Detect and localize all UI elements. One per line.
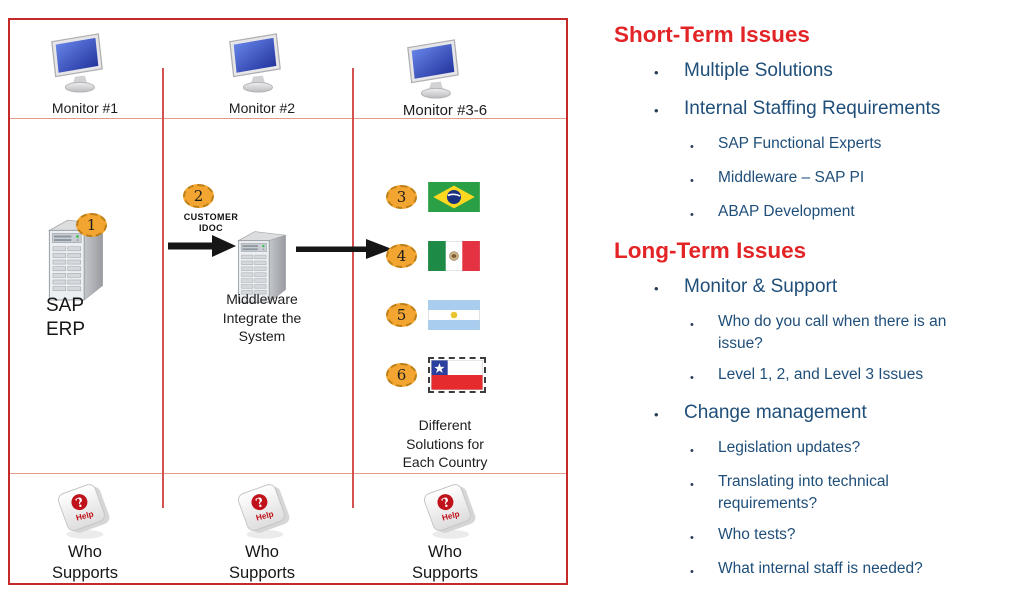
arrow-right-icon: [168, 235, 236, 257]
grid-line-horizontal-top: [10, 118, 566, 119]
who-supports-label: Who Supports: [411, 543, 479, 582]
brazil-flag-icon: [428, 182, 480, 212]
bullet-icon: •: [690, 209, 694, 221]
who-supports-label: Who Supports: [51, 543, 119, 582]
bullet-icon: •: [690, 445, 694, 457]
different-solutions-caption: Different Solutions for Each Country: [402, 417, 488, 470]
list-item: • Monitor & Support: [600, 274, 1024, 302]
mexico-flag-icon: [428, 241, 480, 271]
step-badge-4: 4: [386, 244, 417, 268]
step-badge-3: 3: [386, 185, 417, 209]
list-item: • SAP Functional Experts: [600, 133, 1024, 158]
list-item: • Change management: [600, 400, 1024, 428]
list-item: • Multiple Solutions: [600, 58, 1024, 86]
list-item: • Level 1, 2, and Level 3 Issues: [600, 364, 1024, 389]
step-badge-6: 6: [386, 363, 417, 387]
country-row: 5: [386, 300, 480, 330]
bullet-icon: •: [690, 532, 694, 544]
step-badge-1: 1: [76, 213, 107, 237]
bullet-icon: •: [690, 479, 694, 491]
bullet-icon: •: [690, 175, 694, 187]
list-item: • ABAP Development: [600, 201, 1024, 226]
list-item: • Internal Staffing Requirements: [600, 96, 1024, 124]
bullet-icon: •: [690, 566, 694, 578]
grid-line-horizontal-bottom: [10, 473, 566, 474]
list-item: • What internal staff is needed?: [600, 558, 1024, 583]
bullet-icon: •: [654, 65, 659, 80]
monitor-icon: [46, 30, 108, 96]
sap-erp-label: SAP ERP: [46, 295, 86, 340]
long-term-issues-heading: Long-Term Issues: [614, 238, 807, 263]
customer-idoc-label: CUSTOMER IDOC: [183, 212, 239, 233]
grid-line-vertical-2: [352, 68, 354, 508]
list-item: • Middleware – SAP PI: [600, 167, 1024, 192]
list-item: • Who do you call when there is an issue…: [690, 313, 947, 352]
bullet-icon: •: [690, 319, 694, 331]
bullet-icon: •: [690, 141, 694, 153]
help-key-icon: [230, 478, 296, 544]
issues-panel: Short-Term Issues • Multiple Solutions •…: [600, 12, 1024, 591]
support-diagram-frame: Monitor #1 1 SAP ERP Who Supports Monito…: [8, 18, 568, 585]
help-key-icon: [50, 478, 116, 544]
bullet-icon: •: [654, 281, 659, 296]
bullet-icon: •: [654, 407, 659, 422]
list-item: • Who tests?: [600, 524, 1024, 549]
grid-line-vertical-1: [162, 68, 164, 508]
chile-flag-icon: [431, 360, 483, 390]
bullet-icon: •: [690, 372, 694, 384]
country-row: 4: [386, 241, 480, 271]
arrow-right-icon: [296, 239, 392, 259]
short-term-issues-heading: Short-Term Issues: [614, 22, 810, 47]
monitor-3-6-label: Monitor #3-6: [402, 102, 488, 119]
country-row: 6: [386, 357, 486, 393]
bullet-icon: •: [654, 103, 659, 118]
monitor-icon: [402, 36, 464, 102]
argentina-flag-icon: [428, 300, 480, 330]
middleware-caption: Middleware Integrate the System: [222, 291, 302, 344]
monitor-icon: [224, 30, 286, 96]
monitor-2-label: Monitor #2: [228, 100, 296, 116]
country-row: 3: [386, 182, 480, 212]
help-key-icon: [416, 478, 482, 544]
who-supports-label: Who Supports: [228, 543, 296, 582]
step-badge-2: 2: [183, 184, 214, 208]
list-item: • Legislation updates?: [600, 437, 1024, 462]
list-item: • Translating into technical requirement…: [690, 473, 889, 512]
step-badge-5: 5: [386, 303, 417, 327]
monitor-1-label: Monitor #1: [51, 100, 119, 116]
chile-flag-selection-border: [428, 357, 486, 393]
